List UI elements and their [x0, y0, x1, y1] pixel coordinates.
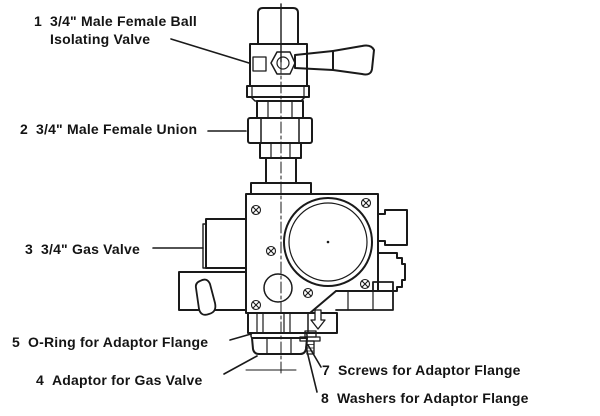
ball-isolating-valve-drawing	[246, 7, 375, 102]
label-text: 3/4" Gas Valve	[41, 241, 140, 257]
right-upper-port	[377, 209, 408, 246]
label-number: 1	[34, 13, 42, 29]
label-text: 3/4" Male Female Ball Isolating Valve	[50, 12, 197, 48]
screw-shank	[306, 340, 315, 355]
label-number: 8	[321, 390, 329, 406]
screw-washer-drawing	[299, 330, 321, 355]
union-drawing	[247, 100, 313, 195]
label-number: 2	[20, 121, 28, 137]
right-lower-port	[377, 252, 406, 292]
leader-item1	[170, 38, 250, 64]
leader-item4	[223, 355, 258, 375]
left-wedge-tab	[194, 278, 217, 316]
label-text: Adaptor for Gas Valve	[52, 372, 203, 388]
label-item7: 7 Screws for Adaptor Flange	[322, 361, 521, 379]
adaptor-hex	[251, 337, 308, 355]
leader-lines	[152, 38, 322, 393]
label-text: Washers for Adaptor Flange	[337, 390, 529, 406]
gas-valve-body-drawing	[178, 193, 408, 316]
adaptor-flange-drawing	[247, 312, 338, 355]
flow-arrow-icon	[310, 309, 326, 330]
label-item5: 5 O-Ring for Adaptor Flange	[12, 333, 208, 351]
label-number: 3	[25, 241, 33, 257]
label-number: 4	[36, 372, 44, 388]
label-text: 3/4" Male Female Union	[36, 121, 198, 137]
label-text: Screws for Adaptor Flange	[338, 362, 521, 378]
label-item2: 2 3/4" Male Female Union	[20, 120, 197, 138]
leader-item5	[229, 333, 252, 341]
left-upper-port	[205, 218, 247, 269]
port-circle	[263, 273, 293, 303]
label-item1: 1 3/4" Male Female Ball Isolating Valve	[34, 12, 197, 48]
valve-hex-nut	[270, 51, 296, 75]
label-item8: 8 Washers for Adaptor Flange	[321, 389, 529, 407]
leader-item8	[305, 346, 318, 393]
label-item3: 3 3/4" Gas Valve	[25, 240, 140, 258]
diaphragm-cover-circle	[283, 197, 373, 287]
label-number: 7	[322, 362, 330, 378]
face-screws	[250, 197, 372, 311]
label-text-line1: 3/4" Male Female Ball	[50, 13, 198, 29]
label-item4: 4 Adaptor for Gas Valve	[36, 371, 202, 389]
label-number: 5	[12, 334, 20, 350]
label-text-line2: Isolating Valve	[50, 31, 151, 47]
valve-handle	[294, 50, 334, 71]
label-text: O-Ring for Adaptor Flange	[28, 334, 209, 350]
leader-item7	[307, 344, 322, 368]
